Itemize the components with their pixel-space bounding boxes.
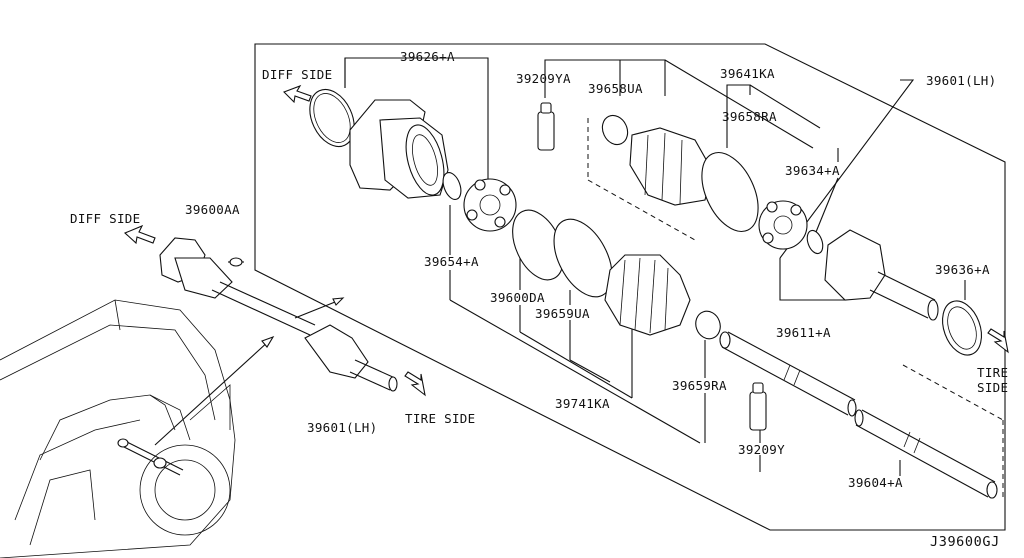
label-tire-side-bottom: TIRE SIDE bbox=[405, 411, 476, 426]
label-39626a: 39626+A bbox=[400, 49, 455, 64]
shaft-segment-2 bbox=[854, 409, 998, 499]
label-39209ya: 39209YA bbox=[516, 71, 571, 86]
assembly-frame bbox=[254, 43, 1006, 531]
indicator-arrowhead-2 bbox=[261, 335, 275, 348]
label-39634a: 39634+A bbox=[785, 163, 840, 178]
assembled-drive-shaft bbox=[159, 237, 398, 392]
label-39659ua: 39659UA bbox=[535, 306, 590, 321]
label-39659ra: 39659RA bbox=[672, 378, 727, 393]
label-39604a: 39604+A bbox=[848, 475, 903, 490]
seal-39636-inner bbox=[947, 306, 977, 350]
snap-ring-39654 bbox=[442, 172, 462, 200]
label-39654a: 39654+A bbox=[424, 254, 479, 269]
drawing-code: J39600GJ bbox=[930, 534, 1000, 550]
label-39658ra: 39658RA bbox=[722, 109, 777, 124]
indicator-arrowhead-1 bbox=[332, 297, 345, 306]
label-diff-side-left: DIFF SIDE bbox=[70, 211, 141, 226]
clamp-39658ua bbox=[601, 114, 629, 146]
vehicle-axle bbox=[117, 438, 184, 476]
label-39636a: 39636+A bbox=[935, 262, 990, 277]
snap-ring-39634 bbox=[806, 229, 824, 255]
vehicle-silhouette bbox=[0, 299, 236, 558]
shaft-segment-1 bbox=[719, 331, 857, 417]
label-39600da: 39600DA bbox=[490, 290, 545, 305]
o-ring-diff-inner bbox=[313, 93, 351, 143]
indicator-arrow-1 bbox=[294, 299, 341, 319]
dashed-guide-upper-2 bbox=[587, 179, 696, 241]
label-diff-side-top: DIFF SIDE bbox=[262, 67, 333, 82]
label-39601lh: 39601(LH) bbox=[307, 420, 378, 435]
outer-joint bbox=[824, 229, 939, 321]
grease-tube-top bbox=[537, 102, 555, 151]
ball-cage bbox=[758, 200, 808, 250]
grease-tube-bottom bbox=[749, 382, 767, 431]
tripod-joint bbox=[463, 178, 517, 232]
inner-boot bbox=[604, 254, 691, 336]
diff-side-arrow-top bbox=[283, 84, 312, 104]
label-tire-right-1: TIRE bbox=[977, 365, 1009, 380]
label-39611a: 39611+A bbox=[776, 325, 831, 340]
label-39601lh-box: 39601(LH) bbox=[926, 73, 997, 88]
label-39209y: 39209Y bbox=[738, 442, 785, 457]
boot-band-39659ua bbox=[553, 218, 613, 298]
o-ring-diff bbox=[309, 88, 355, 148]
diff-side-arrow-left bbox=[123, 224, 156, 245]
label-39658ua: 39658UA bbox=[588, 81, 643, 96]
label-tire-right-2: SIDE bbox=[977, 380, 1009, 395]
tire-side-arrow-bottom bbox=[404, 371, 426, 397]
outer-housing bbox=[349, 99, 449, 199]
label-39741ka: 39741KA bbox=[555, 396, 610, 411]
clamp-39659ra bbox=[695, 310, 721, 340]
seal-39636 bbox=[942, 300, 982, 356]
label-39600aa: 39600AA bbox=[185, 202, 240, 217]
dashed-guide-lower bbox=[902, 364, 1004, 421]
indicator-arrow-2 bbox=[154, 339, 271, 446]
boot-band-39658ra bbox=[701, 152, 759, 232]
label-39641ka: 39641KA bbox=[720, 66, 775, 81]
tire-side-arrow-right bbox=[987, 328, 1009, 354]
outer-boot bbox=[629, 127, 713, 206]
